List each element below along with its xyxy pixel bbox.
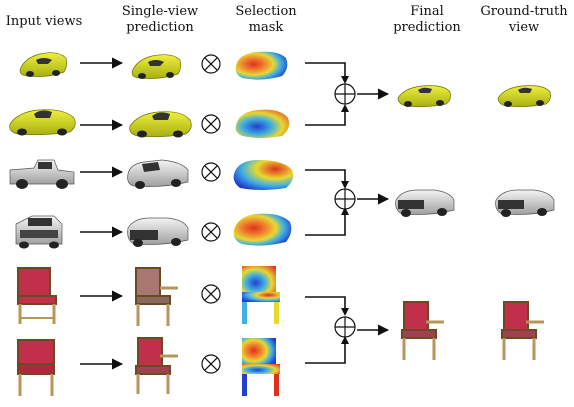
arrowhead-up-2	[341, 207, 349, 215]
multiply-operator-5	[201, 284, 221, 304]
selection-mask-car-2	[235, 109, 290, 138]
add-operator-1	[334, 83, 356, 105]
combine-connector-3	[305, 296, 346, 364]
combine-connector-1	[305, 62, 346, 126]
selection-mask-truck-1	[233, 160, 294, 190]
multiply-operator-2	[201, 114, 221, 134]
input-view-car-1	[19, 52, 68, 77]
arrowhead-up-3	[341, 336, 349, 344]
arrowhead-up-1	[341, 104, 349, 112]
final-prediction-car	[397, 85, 451, 108]
input-view-chair-1	[17, 267, 57, 324]
multiply-operator-3	[201, 162, 221, 182]
arrowhead-down-1	[341, 76, 349, 84]
input-view-truck-2	[15, 215, 63, 249]
combine-connector-2	[305, 169, 346, 236]
row-2	[9, 109, 290, 138]
single-view-prediction-truck-2	[127, 217, 189, 247]
selection-mask-car-1	[235, 51, 288, 80]
single-view-prediction-chair-1	[135, 267, 178, 326]
selection-mask-truck-2	[233, 213, 292, 246]
arrowhead-down-2	[341, 181, 349, 189]
single-view-prediction-car-1	[131, 54, 182, 79]
row-1	[19, 51, 288, 80]
final-prediction-chair	[401, 301, 444, 360]
add-operator-3	[334, 316, 356, 338]
header-single-view-prediction: Single-view prediction	[121, 4, 199, 35]
selection-mask-chair-1	[242, 266, 280, 324]
add-operator-2	[334, 188, 356, 210]
input-view-car-2	[9, 109, 76, 136]
single-view-prediction-truck-1	[127, 159, 189, 189]
multiply-operator-1	[201, 54, 221, 74]
row-6	[17, 337, 280, 396]
multiply-operator-4	[201, 222, 221, 242]
row-5	[17, 266, 280, 326]
row-3	[9, 159, 294, 190]
single-view-prediction-car-2	[129, 111, 192, 138]
multiply-operator-6	[201, 354, 221, 374]
row-4	[15, 213, 292, 249]
ground-truth-chair	[501, 301, 544, 360]
ground-truth-car	[497, 85, 551, 108]
ground-truth-truck	[495, 189, 555, 217]
arrowhead-down-3	[341, 308, 349, 316]
selection-mask-chair-2	[242, 338, 280, 396]
input-view-truck-1	[9, 159, 75, 189]
header-final-prediction: Final prediction	[393, 4, 461, 35]
header-ground-truth-view: Ground-truth view	[480, 4, 568, 35]
header-input-views: Input views	[5, 14, 83, 29]
final-prediction-truck	[395, 189, 455, 217]
header-selection-mask: Selection mask	[235, 4, 297, 35]
input-view-chair-2	[17, 339, 55, 396]
single-view-prediction-chair-2	[135, 337, 178, 394]
